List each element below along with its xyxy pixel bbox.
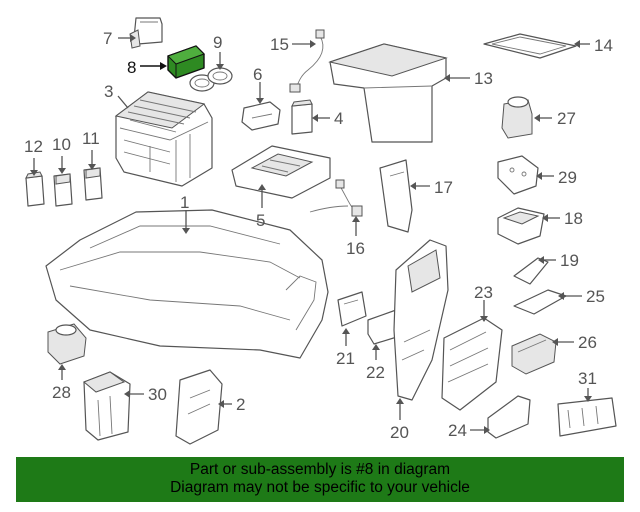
arrowhead-2 (218, 400, 224, 408)
part-10-drawing (53, 173, 73, 207)
arrowhead-28 (58, 364, 66, 370)
callout-6[interactable]: 6 (253, 65, 262, 84)
callout-4[interactable]: 4 (334, 109, 343, 128)
part-17-drawing (379, 159, 413, 233)
callout-19[interactable]: 19 (560, 251, 579, 270)
callout-7[interactable]: 7 (103, 29, 112, 48)
callout-31[interactable]: 31 (578, 369, 597, 388)
arrowhead-30 (124, 390, 130, 398)
part-24-drawing (487, 395, 531, 439)
part-31-drawing (557, 397, 617, 437)
arrowhead-8 (160, 62, 167, 70)
arrowhead-1 (182, 228, 190, 234)
arrowhead-23 (480, 316, 488, 322)
arrowhead-16 (352, 216, 360, 222)
part-25-drawing (513, 289, 567, 315)
callout-23[interactable]: 23 (474, 283, 493, 302)
callout-25[interactable]: 25 (586, 287, 605, 306)
callout-16[interactable]: 16 (346, 239, 365, 258)
arrowhead-21 (342, 328, 350, 334)
callout-14[interactable]: 14 (594, 36, 613, 55)
arrowhead-10 (58, 168, 66, 174)
callout-29[interactable]: 29 (558, 168, 577, 187)
callout-9[interactable]: 9 (213, 33, 222, 52)
callout-20[interactable]: 20 (390, 423, 409, 442)
arrowhead-22 (372, 344, 380, 350)
callout-10[interactable]: 10 (52, 135, 71, 154)
callout-27[interactable]: 27 (557, 109, 576, 128)
part-23-drawing (441, 317, 503, 411)
arrowhead-7 (130, 34, 136, 42)
part-21-drawing (337, 291, 367, 327)
part-11-drawing (83, 167, 103, 201)
arrowhead-27 (534, 114, 540, 122)
part-19-drawing (513, 257, 549, 285)
part-7-drawing (129, 17, 163, 49)
callout-13[interactable]: 13 (474, 69, 493, 88)
arrowhead-24 (484, 426, 490, 434)
callout-15[interactable]: 15 (270, 35, 289, 54)
arrowhead-5 (258, 184, 266, 190)
arrowhead-19 (538, 256, 544, 264)
arrowhead-29 (536, 172, 542, 180)
arrowhead-11 (88, 164, 96, 170)
callout-numbers: 7 8 9 6 15 13 14 3 4 27 12 10 11 5 29 17… (24, 29, 613, 442)
callout-26[interactable]: 26 (578, 333, 597, 352)
callout-1[interactable]: 1 (180, 193, 189, 212)
part-5-drawing (231, 145, 331, 199)
part-15-drawing (289, 29, 325, 93)
arrowhead-15 (310, 40, 316, 48)
leader-3 (117, 95, 129, 109)
callout-18[interactable]: 18 (564, 209, 583, 228)
callout-5[interactable]: 5 (256, 211, 265, 230)
callout-2[interactable]: 2 (236, 395, 245, 414)
arrowhead-25 (558, 292, 564, 300)
callout-11[interactable]: 11 (82, 129, 100, 148)
part-2-drawing (175, 369, 223, 445)
part-30-drawing (83, 371, 131, 441)
callout-24[interactable]: 24 (448, 421, 467, 440)
banner-line-1: Part or sub-assembly is #8 in diagram (189, 461, 451, 478)
part-13-drawing (328, 43, 448, 143)
arrowhead-17 (410, 182, 416, 190)
part-1-drawing (45, 209, 329, 359)
callout-8[interactable]: 8 (127, 58, 136, 77)
arrowhead-12 (30, 170, 38, 176)
callout-21[interactable]: 21 (336, 349, 355, 368)
arrowhead-20 (396, 398, 404, 404)
part-16-drawing (309, 179, 363, 217)
arrowhead-13 (444, 74, 450, 82)
arrowhead-18 (542, 214, 548, 222)
callout-12[interactable]: 12 (24, 137, 43, 156)
arrowheads (30, 34, 592, 434)
part-14-drawing (483, 33, 577, 59)
arrowhead-6 (256, 98, 264, 104)
callout-28[interactable]: 28 (52, 383, 71, 402)
callout-30[interactable]: 30 (148, 385, 167, 404)
part-6-drawing (241, 101, 281, 131)
arrowhead-31 (584, 396, 592, 402)
part-20-drawing (393, 239, 449, 401)
callout-3[interactable]: 3 (104, 82, 113, 101)
part-12-drawing (25, 171, 45, 207)
arrowhead-9 (216, 64, 224, 70)
callout-22[interactable]: 22 (366, 363, 385, 382)
part-26-drawing (511, 333, 557, 375)
arrowhead-14 (574, 40, 580, 48)
part-18-drawing (497, 207, 545, 245)
part-8-drawing[interactable] (167, 45, 205, 79)
callout-17[interactable]: 17 (434, 178, 453, 197)
arrowhead-4 (312, 114, 318, 122)
part-27-drawing (501, 96, 533, 139)
part-28-drawing (47, 323, 87, 365)
arrowhead-26 (552, 338, 558, 346)
part-3-drawing (114, 91, 213, 187)
info-banner: Part or sub-assembly is #8 in diagram Di… (16, 457, 624, 502)
banner-line-2: Diagram may not be specific to your vehi… (170, 479, 470, 496)
part-29-drawing (497, 155, 539, 195)
part-4-drawing (291, 99, 313, 135)
